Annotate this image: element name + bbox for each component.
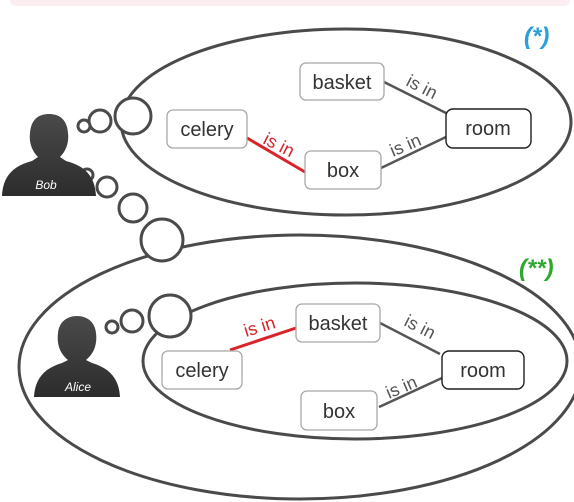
bob-avatar: Bob xyxy=(2,114,96,196)
bob-thought-bubble xyxy=(76,27,573,217)
edge-box-room-lower xyxy=(378,376,443,409)
alice-name-label: Alice xyxy=(64,380,91,394)
svg-text:room: room xyxy=(465,118,511,140)
svg-text:basket: basket xyxy=(313,72,372,94)
svg-text:celery: celery xyxy=(175,360,228,382)
node-upper-box: box xyxy=(304,150,382,190)
node-upper-room: room xyxy=(445,108,532,149)
svg-text:box: box xyxy=(323,401,355,423)
node-lower-basket: basket xyxy=(295,303,381,343)
edge-box-room xyxy=(380,135,447,170)
alice-thought-bubble xyxy=(104,281,569,441)
edge-celery-box xyxy=(246,136,306,174)
node-upper-celery: celery xyxy=(166,109,248,149)
node-upper-basket: basket xyxy=(299,62,385,101)
edge-basket-room xyxy=(383,80,457,120)
node-lower-room: room xyxy=(441,350,525,390)
top-banner-strip xyxy=(10,0,570,6)
alice-avatar: Alice xyxy=(34,316,120,397)
marker-single-star: (*) xyxy=(524,23,549,50)
edge-basket-room-lower xyxy=(379,321,441,356)
node-lower-celery: celery xyxy=(161,350,243,390)
svg-text:basket: basket xyxy=(309,313,368,335)
svg-text:room: room xyxy=(460,360,506,382)
node-lower-box: box xyxy=(300,390,378,431)
svg-text:celery: celery xyxy=(180,119,233,141)
svg-text:box: box xyxy=(327,160,359,182)
edge-celery-basket xyxy=(229,326,297,352)
marker-double-star: (**) xyxy=(519,255,554,282)
bob-name-label: Bob xyxy=(35,178,57,192)
